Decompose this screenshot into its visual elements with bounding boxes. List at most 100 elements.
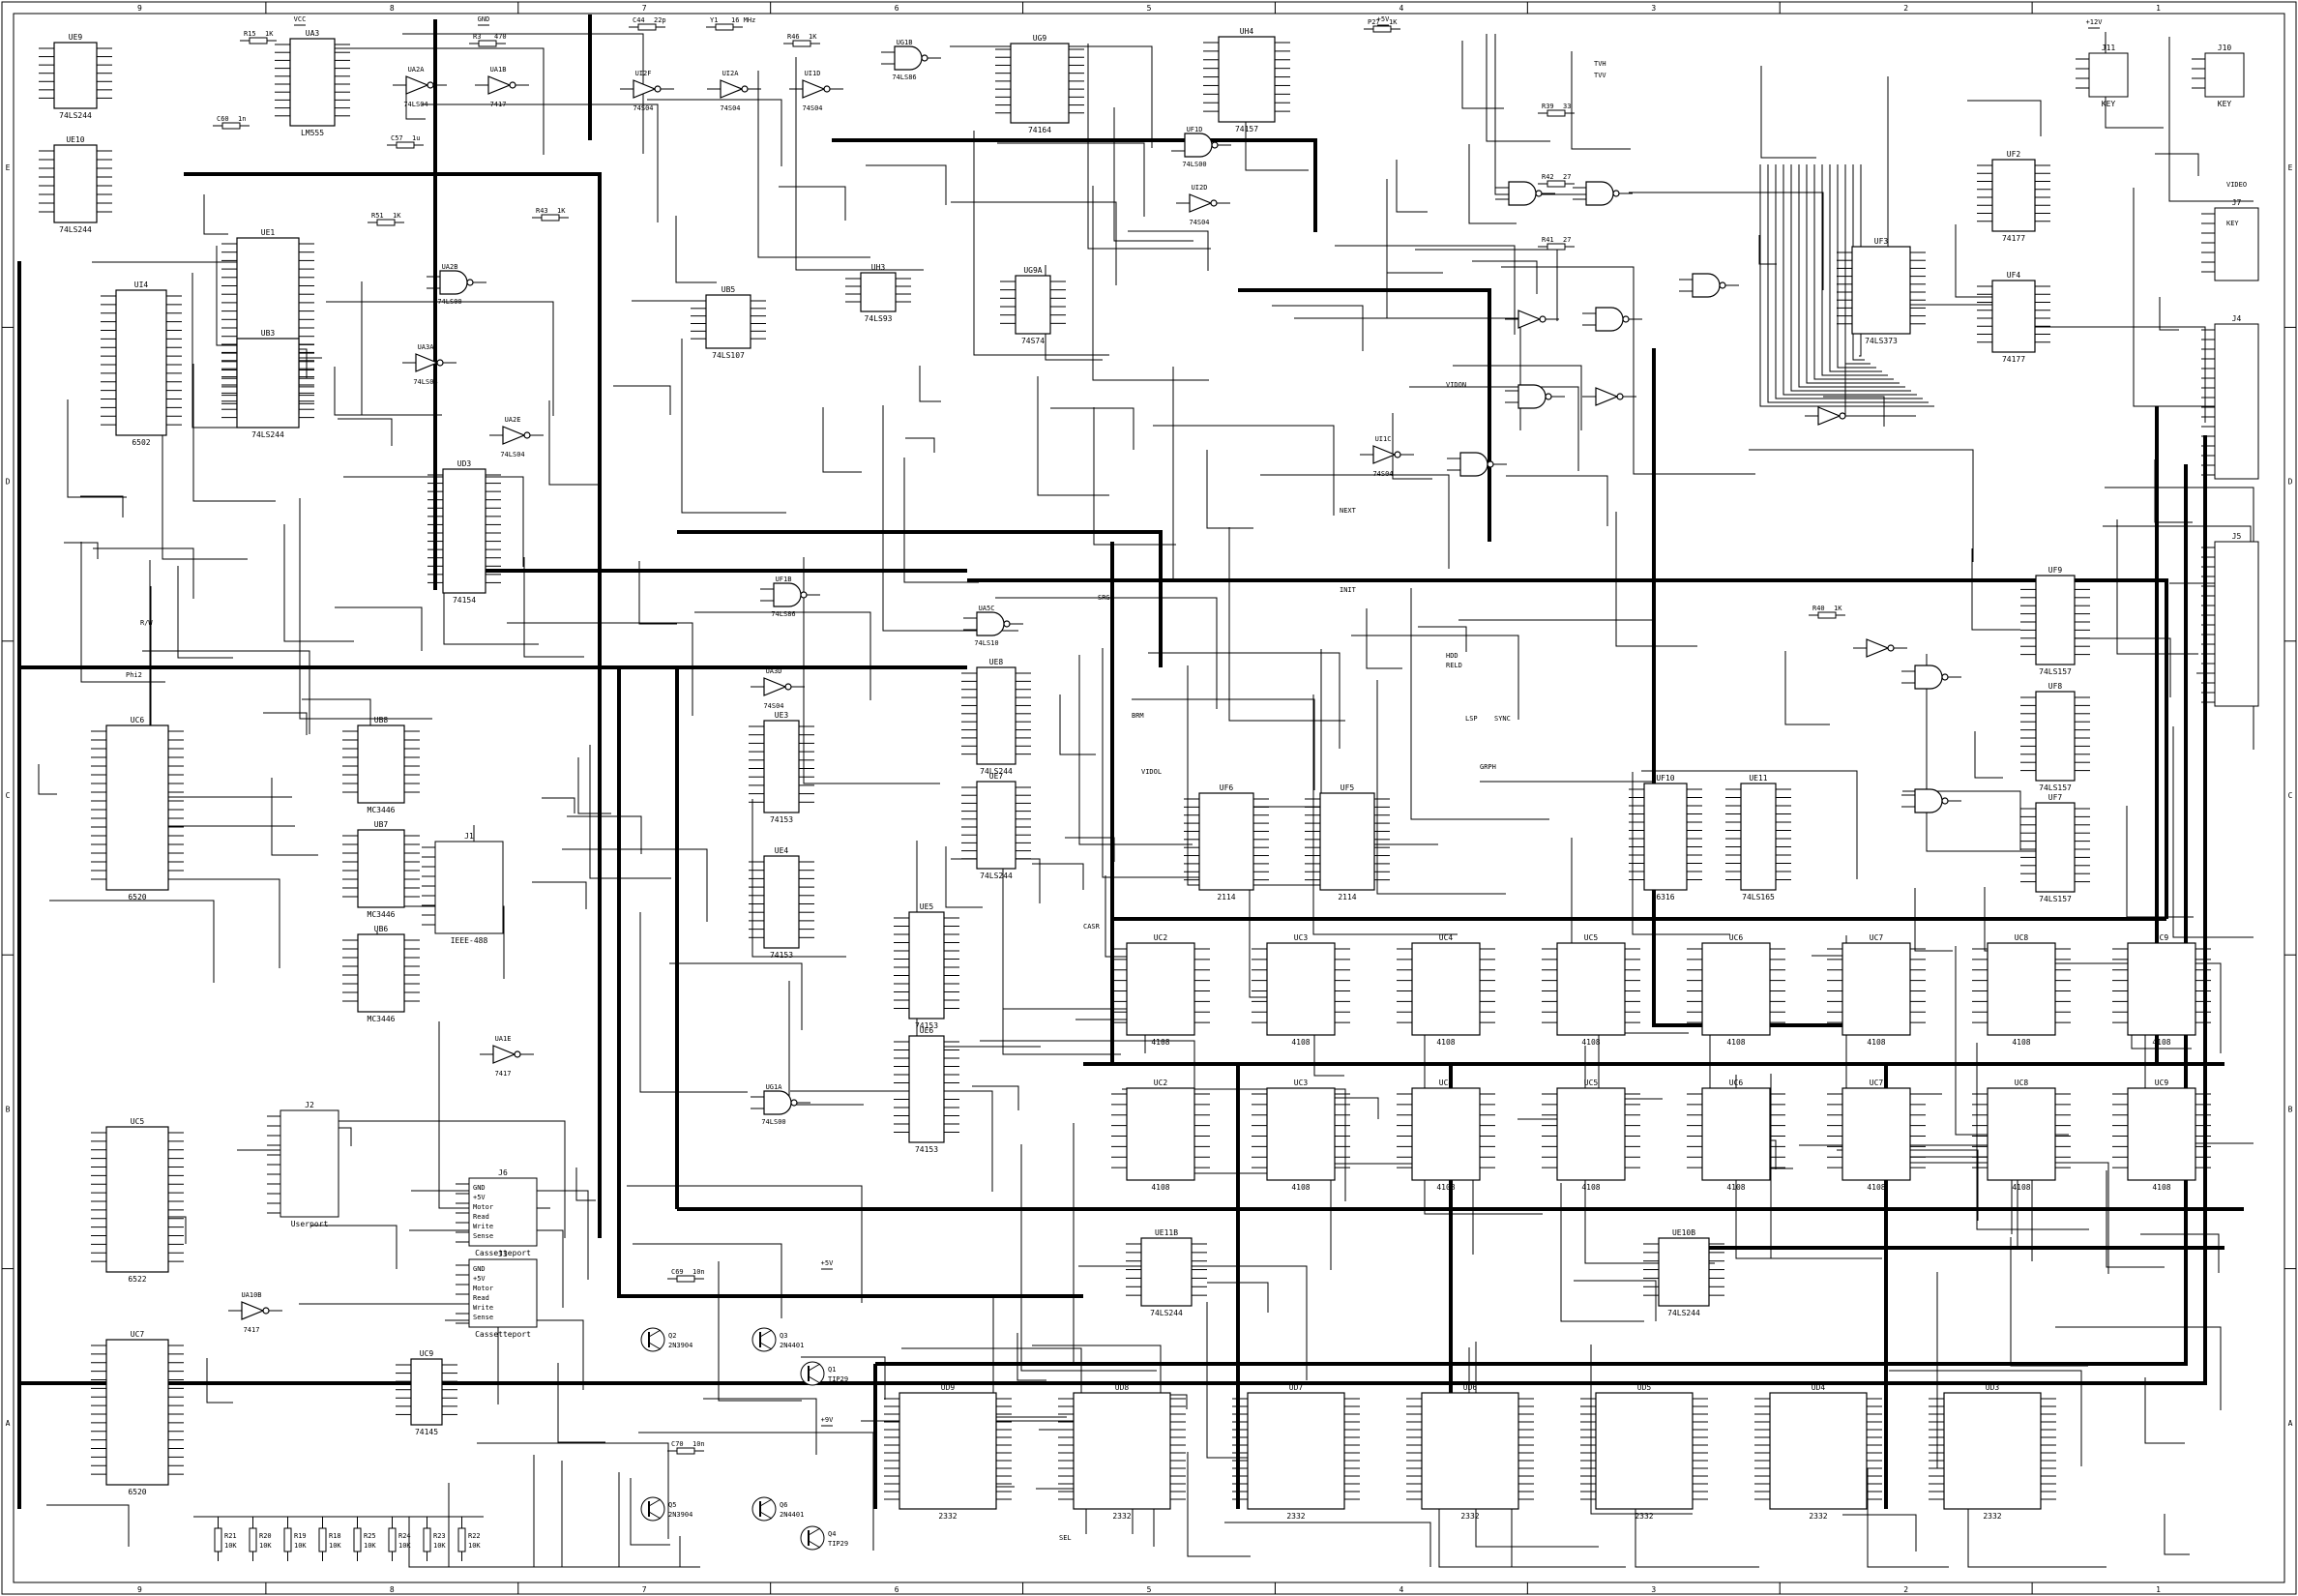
ic-ref-label: UC5 bbox=[1584, 1079, 1599, 1087]
nand-symbol bbox=[439, 270, 468, 295]
ic-body bbox=[1411, 942, 1481, 1036]
ic-body bbox=[1987, 942, 2056, 1036]
net-label: RELD bbox=[1446, 662, 1462, 669]
signal-wire bbox=[49, 900, 215, 983]
frame-row-label: A bbox=[2288, 1419, 2293, 1428]
signal-wire bbox=[1758, 235, 1777, 265]
transistor-part: 2N3904 bbox=[668, 1342, 692, 1349]
ic-part-label: 4108 bbox=[1867, 1038, 1885, 1047]
pullup-value: 10K bbox=[224, 1542, 237, 1550]
power-label: +9V bbox=[821, 1416, 834, 1424]
transistor-ref: Q5 bbox=[668, 1501, 676, 1509]
resistor-value: 22p bbox=[654, 16, 666, 24]
signal-wire bbox=[192, 364, 276, 502]
signal-wire bbox=[542, 797, 575, 813]
power-label: +5V bbox=[1377, 15, 1390, 23]
ic-part-label: 74LS107 bbox=[712, 351, 745, 360]
inverter-bubble bbox=[1539, 315, 1547, 323]
net-label: NEXT bbox=[1340, 507, 1357, 515]
signal-wire bbox=[1148, 652, 1340, 749]
resistor-body bbox=[249, 37, 268, 44]
counter-wire bbox=[1844, 164, 1871, 365]
resistor-ref: R51 bbox=[371, 212, 384, 220]
ic-ref-label: UC4 bbox=[1439, 1079, 1454, 1087]
signal-wire bbox=[1396, 160, 1428, 213]
frame-col-label: 5 bbox=[1147, 1585, 1152, 1594]
ic-body bbox=[1595, 1392, 1694, 1510]
ic-part-label: 4108 bbox=[1436, 1038, 1455, 1047]
signal-wire bbox=[1187, 1452, 1251, 1557]
data-bus bbox=[617, 667, 1083, 1298]
nand-bubble bbox=[1487, 460, 1494, 468]
ic-part-label: 2332 bbox=[1635, 1512, 1653, 1521]
gate-ref-label: UA3A bbox=[418, 343, 435, 351]
nand-bubble bbox=[1622, 315, 1630, 323]
connector-pin-label: GND bbox=[473, 1184, 486, 1192]
resistor-ref: C60 bbox=[217, 115, 229, 123]
ic-part-label: 74153 bbox=[915, 1145, 938, 1154]
ic-body bbox=[1556, 942, 1626, 1036]
connector-pin-label: Motor bbox=[473, 1285, 493, 1292]
resistor-ref: R40 bbox=[1812, 605, 1825, 612]
pullup-body bbox=[318, 1527, 327, 1552]
signal-wire bbox=[639, 912, 748, 1093]
signal-wire bbox=[1260, 474, 1450, 569]
ic-body bbox=[899, 1392, 997, 1510]
ic-ref-label: UB8 bbox=[374, 716, 389, 724]
pullup-body bbox=[214, 1527, 222, 1552]
resistor-value: 27 bbox=[1563, 236, 1571, 244]
signal-wire bbox=[613, 385, 671, 415]
ic-body bbox=[1010, 43, 1070, 124]
signal-wire bbox=[1571, 51, 1631, 150]
counter-wire bbox=[1806, 164, 1900, 384]
signal-wire bbox=[1294, 317, 1521, 430]
signal-wire bbox=[633, 1243, 782, 1318]
gate-ref-label: UI1C bbox=[1375, 435, 1392, 443]
signal-wire bbox=[422, 103, 659, 222]
resistor-ref: C57 bbox=[391, 134, 403, 142]
ic-body bbox=[410, 1358, 443, 1426]
ic-body bbox=[1769, 1392, 1868, 1510]
ic-body bbox=[1991, 280, 2036, 353]
ic-body bbox=[976, 666, 1016, 765]
signal-wire bbox=[80, 495, 124, 517]
signal-wire bbox=[338, 418, 393, 446]
ic-ref-label: UB7 bbox=[374, 820, 389, 829]
nand-bubble bbox=[1941, 673, 1949, 681]
ic-part-label: 4108 bbox=[1151, 1183, 1169, 1192]
ic-ref-label: UC9 bbox=[2155, 1079, 2169, 1087]
ic-part-label: 74153 bbox=[915, 1021, 938, 1030]
data-bus bbox=[967, 578, 2168, 919]
ic-part-label: 4108 bbox=[1291, 1183, 1310, 1192]
transistor-part: 2N4401 bbox=[780, 1342, 804, 1349]
net-label: Phi2 bbox=[126, 671, 142, 679]
signal-wire bbox=[64, 542, 99, 559]
connector-title: KEY bbox=[2102, 100, 2116, 108]
signal-wire bbox=[627, 1185, 863, 1303]
net-label: VIDON bbox=[1446, 381, 1466, 389]
nand-bubble bbox=[1719, 281, 1726, 289]
signal-wire bbox=[718, 1261, 802, 1402]
resistor-value: 1K bbox=[557, 207, 566, 215]
connector-body bbox=[2204, 52, 2245, 98]
signal-wire bbox=[358, 905, 505, 979]
ic-body bbox=[1411, 1087, 1481, 1181]
ic-body bbox=[1658, 1237, 1710, 1307]
transistor-body bbox=[751, 1327, 777, 1352]
